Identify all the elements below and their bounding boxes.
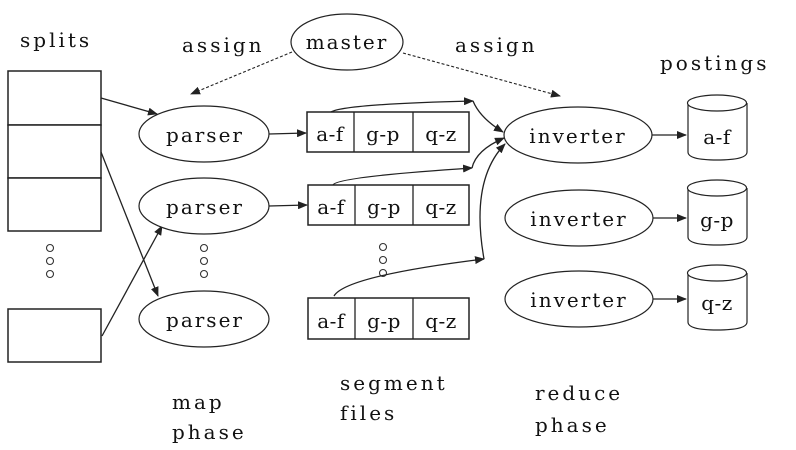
segment-file-box <box>306 111 470 153</box>
edge-segment-to-inverter <box>479 143 506 260</box>
cylinder-top <box>686 264 748 282</box>
master-label: master <box>306 30 389 54</box>
segment-cell-g-p: g-p <box>367 195 401 219</box>
parser-label: parser <box>166 308 244 332</box>
inverter-label: inverter <box>530 207 627 231</box>
ellipsis-dot <box>378 242 388 252</box>
cylinder-body <box>687 103 748 161</box>
segment-cell-q-z: q-z <box>425 309 457 333</box>
ellipsis-dot <box>199 243 209 253</box>
postings-cylinder: g-p <box>686 179 748 246</box>
cylinder-top <box>686 179 748 197</box>
split-box <box>7 70 102 126</box>
parser-node: parser <box>138 105 270 163</box>
segment-cell-a-f: a-f <box>316 122 345 146</box>
segment-cell-q-z: q-z <box>425 195 457 219</box>
inverter-node: inverter <box>503 106 653 164</box>
postings-range: q-z <box>701 291 733 315</box>
reduce-phase-label-line2: phase <box>535 413 610 437</box>
assign-edge-parser <box>190 51 293 95</box>
segment-files-label-line1: segment <box>340 371 448 395</box>
segment-cell-g-p: g-p <box>366 122 400 146</box>
master-ellipse <box>290 13 404 71</box>
assign-edge-inverter <box>402 52 561 98</box>
edge-split-to-parser <box>100 151 159 297</box>
split-box <box>7 308 102 363</box>
map-phase-label-line1: map <box>172 390 225 414</box>
segment-file-box <box>307 184 470 226</box>
cylinder-body <box>687 273 748 331</box>
map-phase-label-line2: phase <box>172 420 247 444</box>
segment-cell-a-f: a-f <box>317 195 346 219</box>
edge-split-to-parser <box>100 97 158 116</box>
assign-label-left: assign <box>182 33 265 57</box>
parser-node: parser <box>138 177 270 235</box>
postings-cylinder: a-f <box>686 94 748 161</box>
edge-segment-to-inverter <box>332 164 473 186</box>
cylinder-top <box>686 94 748 112</box>
postings-range: a-f <box>703 125 732 149</box>
segment-file-box <box>307 297 470 340</box>
assign-label-right: assign <box>455 33 538 57</box>
ellipsis-dot <box>45 243 55 253</box>
edge-segment-to-inverter <box>330 97 474 113</box>
postings-label: postings <box>660 51 770 75</box>
edge-segment-to-inverter <box>333 256 485 297</box>
segment-files-label-line2: files <box>340 401 397 425</box>
inverter-node: inverter <box>504 189 654 247</box>
parser-node: parser <box>138 290 270 348</box>
edge-segment-to-inverter <box>471 137 505 169</box>
segment-cell-q-z: q-z <box>425 122 457 146</box>
parser-ellipse <box>138 290 270 348</box>
postings-range: g-p <box>700 208 734 232</box>
split-box <box>7 124 102 179</box>
edge-parser-to-segment <box>268 129 307 138</box>
split-box <box>7 177 102 232</box>
ellipsis-dot <box>45 256 55 266</box>
ellipsis-dot <box>378 255 388 265</box>
reduce-phase-label-line1: reduce <box>535 381 623 405</box>
inverter-label: inverter <box>530 288 627 312</box>
parser-label: parser <box>166 123 244 147</box>
inverter-node: inverter <box>504 270 654 328</box>
edge-split-to-parser <box>101 225 163 337</box>
segment-file: a-f g-p q-z <box>307 297 470 340</box>
segment-file: a-f g-p q-z <box>306 111 470 153</box>
ellipsis-dot <box>45 269 55 279</box>
edge-parser-to-segment <box>268 201 308 210</box>
segment-cell-a-f: a-f <box>317 309 346 333</box>
ellipsis-dot <box>199 256 209 266</box>
segment-file: a-f g-p q-z <box>307 184 470 226</box>
inverter-label: inverter <box>529 124 626 148</box>
ellipsis-dot <box>199 269 209 279</box>
cylinder-body <box>687 188 748 246</box>
splits-stack <box>7 70 102 363</box>
edge-segment-to-inverter <box>472 100 504 133</box>
splits-label: splits <box>20 28 92 52</box>
master-node: master <box>290 13 404 71</box>
segment-cell-g-p: g-p <box>367 309 401 333</box>
postings-cylinder: q-z <box>686 264 748 331</box>
parser-label: parser <box>166 195 244 219</box>
